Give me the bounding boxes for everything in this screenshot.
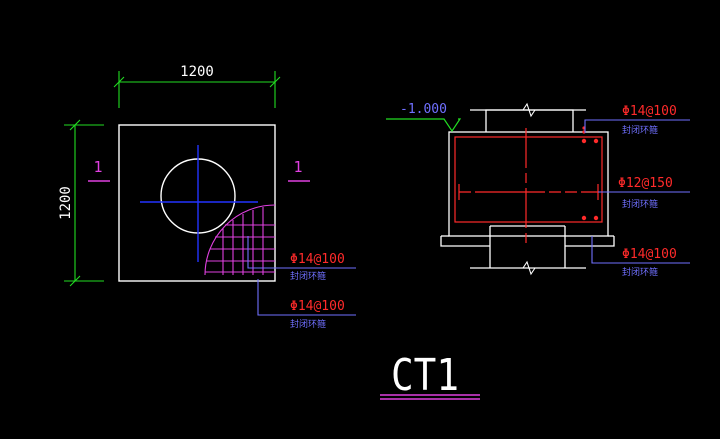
svg-text:Φ14@100: Φ14@100: [622, 247, 677, 262]
plan-footing-outline: [118, 124, 276, 282]
plan-section-mark-left: 1: [88, 158, 110, 182]
svg-text:-1.000: -1.000: [400, 102, 447, 117]
plan-callout-leaders: [247, 236, 356, 316]
svg-text:封闭环箍: 封闭环箍: [290, 270, 326, 282]
svg-text:Φ14@100: Φ14@100: [622, 104, 677, 119]
plan-callout-2: Φ14@100 封闭环箍: [290, 299, 345, 330]
svg-text:Φ12@150: Φ12@150: [618, 176, 673, 191]
section-cap-outline: [448, 131, 609, 237]
svg-text:封闭环箍: 封闭环箍: [622, 124, 658, 136]
drawing-title-block: CT1: [380, 350, 480, 401]
plan-view: 1200 1200 1 1 Φ14@100 封闭环箍: [58, 64, 356, 330]
svg-text:1: 1: [293, 158, 302, 176]
svg-text:1: 1: [93, 158, 102, 176]
section-base: [440, 225, 615, 276]
plan-width-dimension: [113, 71, 281, 108]
section-view: -1.000 Φ14@100 封闭环箍 Φ12@150 封闭环箍 Φ14@100…: [386, 102, 690, 278]
drawing-title: CT1: [391, 350, 459, 401]
section-upper-column: [470, 102, 586, 132]
plan-section-mark-right: 1: [288, 158, 310, 182]
section-callout-3: Φ14@100 封闭环箍: [622, 247, 677, 278]
svg-text:Φ14@100: Φ14@100: [290, 252, 345, 267]
section-rebar-dots: [581, 126, 599, 221]
svg-text:Φ14@100: Φ14@100: [290, 299, 345, 314]
plan-callout-1: Φ14@100 封闭环箍: [290, 252, 345, 282]
plan-height-label: 1200: [58, 186, 74, 220]
svg-text:封闭环箍: 封闭环箍: [622, 266, 658, 278]
section-rebar-cage: [454, 128, 603, 246]
plan-height-dimension: [64, 119, 104, 287]
svg-text:封闭环箍: 封闭环箍: [622, 198, 658, 210]
section-callout-1: Φ14@100 封闭环箍: [622, 104, 677, 136]
section-callout-leaders: [584, 119, 690, 264]
svg-text:封闭环箍: 封闭环箍: [290, 318, 326, 330]
plan-width-label: 1200: [180, 64, 214, 80]
section-callout-2: Φ12@150 封闭环箍: [618, 176, 673, 210]
plan-rebar-mesh: [204, 204, 276, 276]
section-elevation-marker: -1.000: [386, 102, 462, 133]
